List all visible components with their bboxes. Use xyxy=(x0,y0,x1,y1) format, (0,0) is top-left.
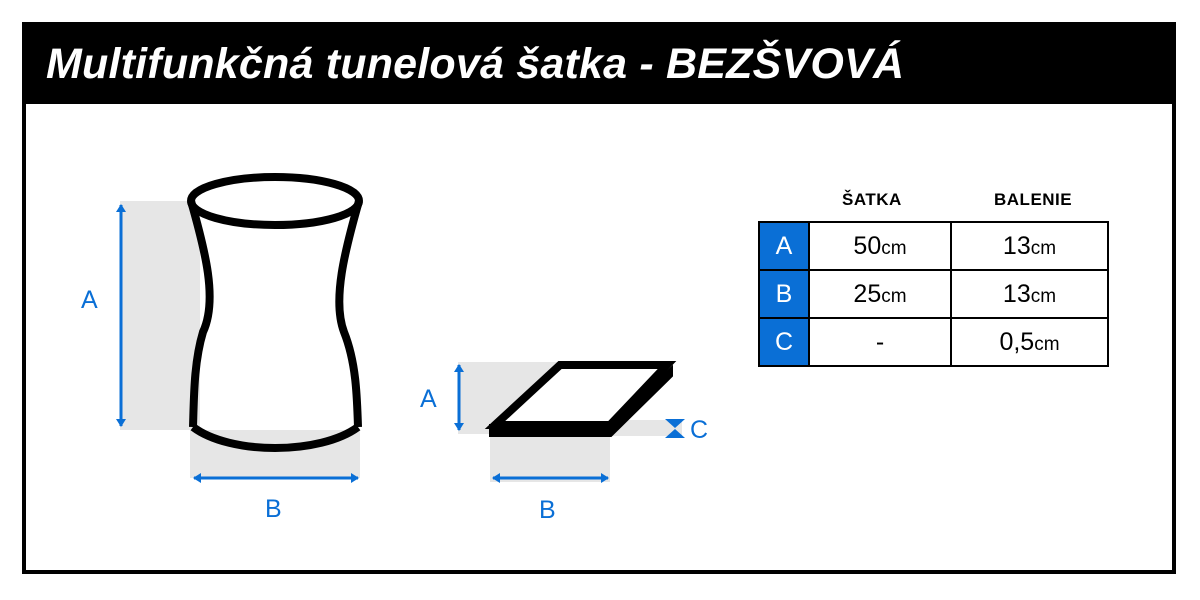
tube-height-shade xyxy=(120,201,200,430)
balenie-value: 13cm xyxy=(950,221,1109,271)
tube-bottom-rim xyxy=(190,423,361,452)
pack-drawing xyxy=(484,361,677,437)
table-row: C - 0,5cm xyxy=(758,317,1109,367)
row-key: C xyxy=(758,317,810,367)
row-key: B xyxy=(758,269,810,319)
pack-thickness-label: C xyxy=(690,416,709,444)
table-row: B 25cm 13cm xyxy=(758,269,1109,319)
satka-value: 25cm xyxy=(808,269,952,319)
tube-right-side xyxy=(335,199,363,428)
row-key: A xyxy=(758,221,810,271)
dimension-table: A 50cm 13cm B 25cm 13cm C - 0,5cm xyxy=(758,221,1109,367)
balenie-value: 13cm xyxy=(950,269,1109,319)
satka-value: 50cm xyxy=(808,221,952,271)
column-header-balenie: BALENIE xyxy=(994,190,1073,209)
tube-left-side xyxy=(187,199,214,428)
balenie-value: 0,5cm xyxy=(950,317,1109,367)
page-title: Multifunkčná tunelová šatka - BEZŠVOVÁ xyxy=(46,40,905,88)
pack-thickness-marker xyxy=(665,419,685,438)
pack-height-label: A xyxy=(420,385,437,413)
pack-width-shade xyxy=(490,436,610,482)
column-header-satka: ŠATKA xyxy=(842,190,902,209)
pack-width-label: B xyxy=(539,496,556,524)
table-row: A 50cm 13cm xyxy=(758,221,1109,271)
satka-value: - xyxy=(808,317,952,367)
tube-width-label: B xyxy=(265,495,282,523)
header-bar xyxy=(22,22,1176,104)
tube-top-rim xyxy=(187,173,363,229)
tube-scarf-drawing xyxy=(187,173,363,452)
tube-height-label: A xyxy=(81,286,98,314)
pack-side-face xyxy=(489,364,673,437)
pack-thickness-shade xyxy=(610,420,682,436)
